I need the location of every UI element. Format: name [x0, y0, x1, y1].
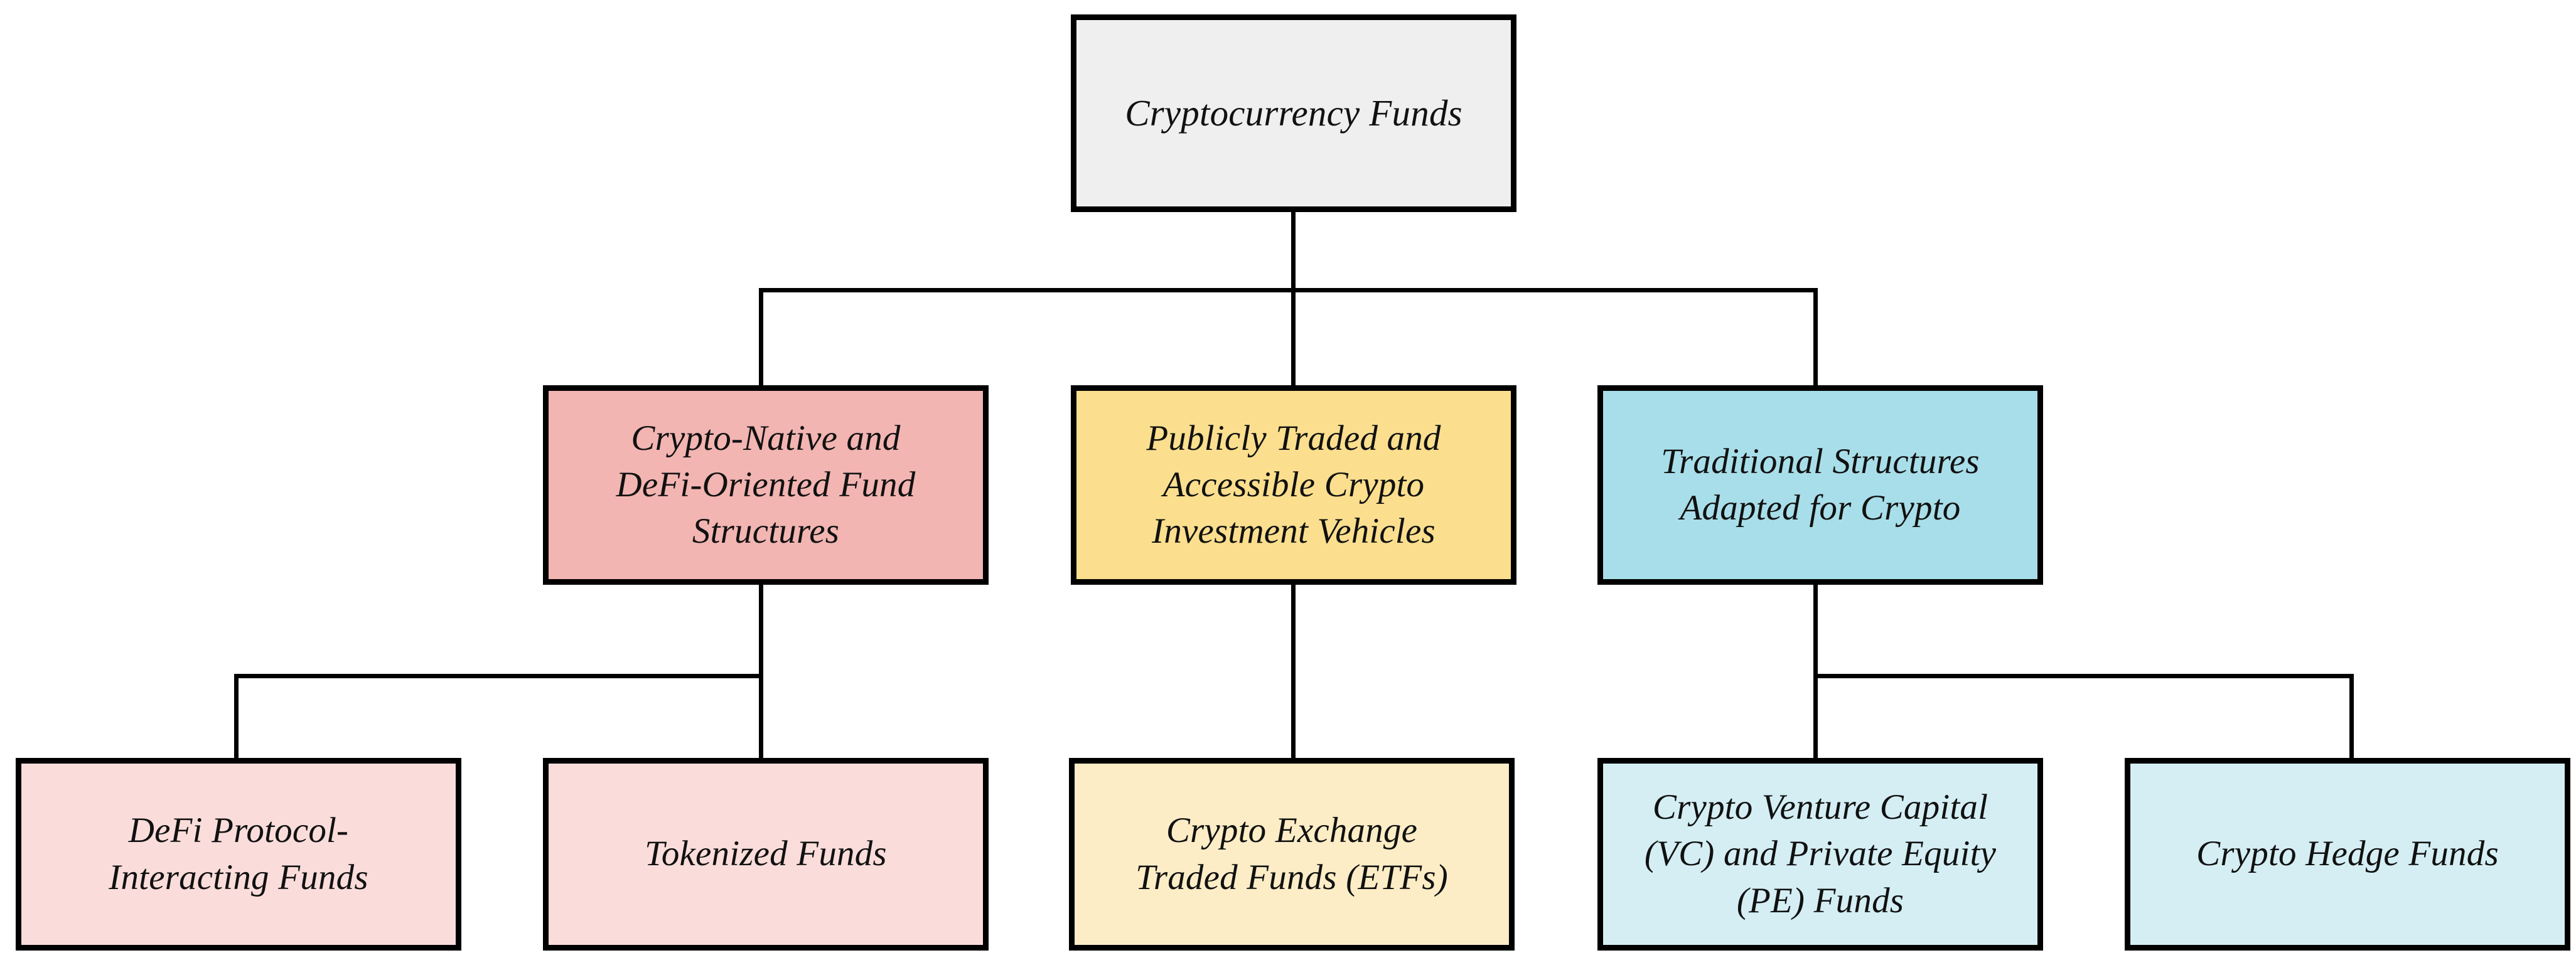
edge-to-leaf-defi-protocol [234, 674, 239, 762]
node-label: DeFi Protocol- Interacting Funds [109, 811, 368, 897]
node-label: Crypto Exchange Traded Funds (ETFs) [1135, 811, 1448, 897]
node-label: Crypto-Native and DeFi-Oriented Fund Str… [616, 418, 916, 552]
node-label: Crypto Venture Capital (VC) and Private … [1644, 787, 1997, 920]
node-leaf-crypto-venture-capital-private-equity[interactable]: Crypto Venture Capital (VC) and Private … [1597, 758, 2043, 951]
node-label: Tokenized Funds [645, 834, 887, 874]
edge-to-branch-traditional [1813, 288, 1818, 387]
node-leaf-defi-protocol-interacting-funds[interactable]: DeFi Protocol- Interacting Funds [16, 758, 461, 951]
edge-to-leaf-crypto-hedge [2349, 674, 2354, 762]
node-leaf-tokenized-funds[interactable]: Tokenized Funds [543, 758, 989, 951]
node-branch-traditional-structures[interactable]: Traditional Structures Adapted for Crypt… [1597, 385, 2043, 585]
edge-to-branch-crypto-native [759, 288, 763, 387]
edge-root-trunk [1291, 212, 1296, 292]
edge-to-leaf-tokenized [759, 674, 763, 762]
edge-to-leaf-crypto-etf [1291, 583, 1296, 762]
node-root-cryptocurrency-funds[interactable]: Cryptocurrency Funds [1071, 14, 1516, 212]
edge-branch1-trunk [759, 583, 763, 678]
node-branch-crypto-native-defi[interactable]: Crypto-Native and DeFi-Oriented Fund Str… [543, 385, 989, 585]
node-leaf-crypto-exchange-traded-funds[interactable]: Crypto Exchange Traded Funds (ETFs) [1069, 758, 1515, 951]
edge-level1-bus [759, 288, 1818, 292]
node-label: Traditional Structures Adapted for Crypt… [1661, 441, 1980, 528]
node-label: Cryptocurrency Funds [1125, 92, 1462, 134]
edge-to-branch-publicly-traded [1291, 288, 1296, 387]
node-label: Crypto Hedge Funds [2196, 834, 2499, 874]
edge-to-leaf-crypto-vc-pe [1813, 674, 1818, 762]
edge-branch3-trunk [1813, 583, 1818, 678]
edge-branch1-bus [234, 674, 763, 678]
node-leaf-crypto-hedge-funds[interactable]: Crypto Hedge Funds [2125, 758, 2570, 951]
edge-branch3-bus [1813, 674, 2349, 678]
node-branch-publicly-traded-accessible[interactable]: Publicly Traded and Accessible Crypto In… [1071, 385, 1516, 585]
node-label: Publicly Traded and Accessible Crypto In… [1146, 418, 1441, 552]
